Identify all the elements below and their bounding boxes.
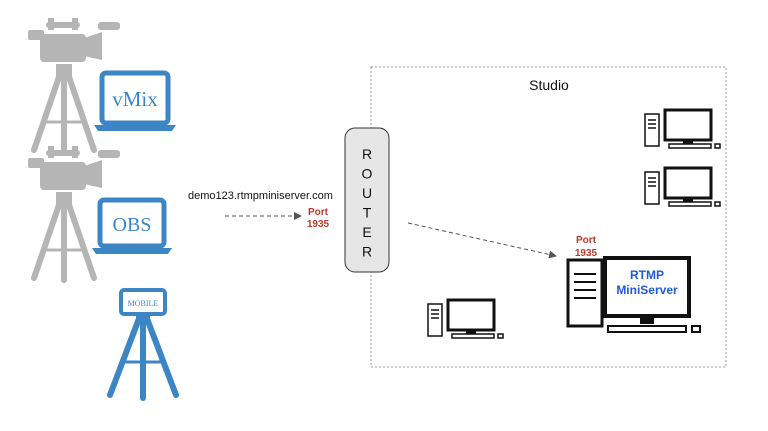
smartphone-icon: MOBILE [119, 288, 167, 316]
server-label-line2: MiniServer [616, 283, 678, 297]
laptop-icon: vMix [94, 70, 176, 131]
laptop-icon: OBS [92, 197, 172, 254]
mobile-label: MOBILE [128, 299, 159, 308]
desktop-computer-icon [643, 166, 722, 208]
studio-label: Studio [529, 77, 569, 93]
server-tower-icon [566, 258, 604, 328]
vmix-label: vMix [112, 87, 158, 111]
obs-label: OBS [113, 214, 152, 236]
stream-arrow-right [407, 222, 557, 259]
hostname-label: demo123.rtmpminiserver.com [188, 190, 333, 202]
port-left-word: Port [308, 207, 329, 218]
desktop-computer-icon [426, 298, 505, 340]
tripod-icon [107, 312, 179, 401]
port-right-number: 1935 [575, 248, 598, 259]
port-right-word: Port [576, 235, 597, 246]
port-left-number: 1935 [307, 219, 330, 230]
desktop-computer-icon [643, 108, 722, 150]
desktop-computer-icon [603, 256, 701, 333]
router-icon [344, 127, 390, 273]
server-label-line1: RTMP [630, 268, 664, 282]
